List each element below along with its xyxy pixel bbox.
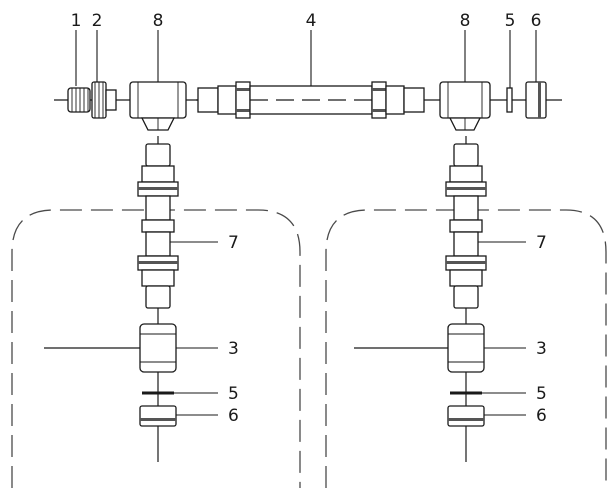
- part-8-tee-right: [439, 81, 491, 131]
- left-part-3-valve-body: [139, 323, 177, 373]
- callout-top-8-left: 8: [153, 11, 164, 31]
- right-pipe-section-upper: [445, 143, 487, 221]
- callout-left-7: 7: [228, 233, 239, 253]
- callout-left-5: 5: [228, 384, 239, 404]
- callout-right-6: 6: [536, 406, 547, 426]
- callout-top-1: 1: [71, 11, 82, 31]
- callout-top-8-right: 8: [460, 11, 471, 31]
- left-part-6-cap: [139, 405, 177, 427]
- callout-top-4: 4: [306, 11, 317, 31]
- right-pipe-section-7: [445, 219, 487, 309]
- right-part-3-valve-body: [447, 323, 485, 373]
- part-2-nut: [91, 81, 117, 119]
- part-5-gasket-top: [506, 87, 513, 113]
- right-part-6-cap: [447, 405, 485, 427]
- callout-left-6: 6: [228, 406, 239, 426]
- callout-top-2: 2: [92, 11, 103, 31]
- part-8-tee-left: [129, 81, 187, 131]
- left-pipe-section-upper: [137, 143, 179, 221]
- callout-right-7: 7: [536, 233, 547, 253]
- part-6-cap-top: [525, 81, 547, 119]
- callout-right-5: 5: [536, 384, 547, 404]
- callout-left-3: 3: [228, 339, 239, 359]
- part-4-pipe-with-couplings: [197, 81, 425, 119]
- part-1-threaded-plug: [67, 87, 91, 113]
- callout-top-6: 6: [531, 11, 542, 31]
- left-pipe-section-7: [137, 219, 179, 309]
- callout-right-3: 3: [536, 339, 547, 359]
- callout-top-5: 5: [505, 11, 516, 31]
